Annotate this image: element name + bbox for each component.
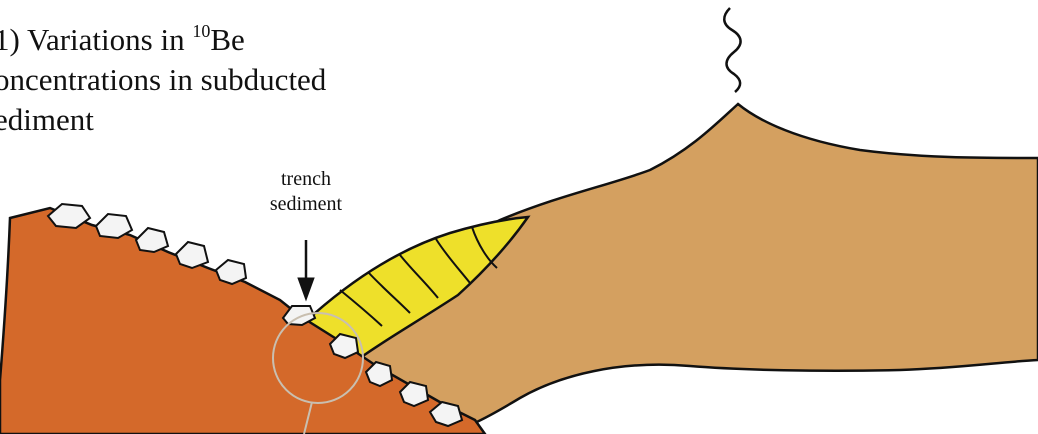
trench-label-line-2: sediment <box>258 192 354 217</box>
isotope-mass-number: 10 <box>192 21 210 41</box>
caption-text: 1) Variations in <box>0 22 192 57</box>
caption-line-1: 1) Variations in 10Be <box>0 20 326 60</box>
trench-arrow-head <box>298 278 314 300</box>
element-symbol: Be <box>210 22 244 57</box>
trench-label-line-1: trench <box>258 167 354 192</box>
caption-line-2: oncentrations in subducted <box>0 60 326 100</box>
trench-sediment-label: trench sediment <box>258 167 354 217</box>
figure-caption: 1) Variations in 10Be oncentrations in s… <box>0 20 326 140</box>
caption-line-3: ediment <box>0 100 326 140</box>
volcano-plume-squiggle <box>724 8 740 92</box>
